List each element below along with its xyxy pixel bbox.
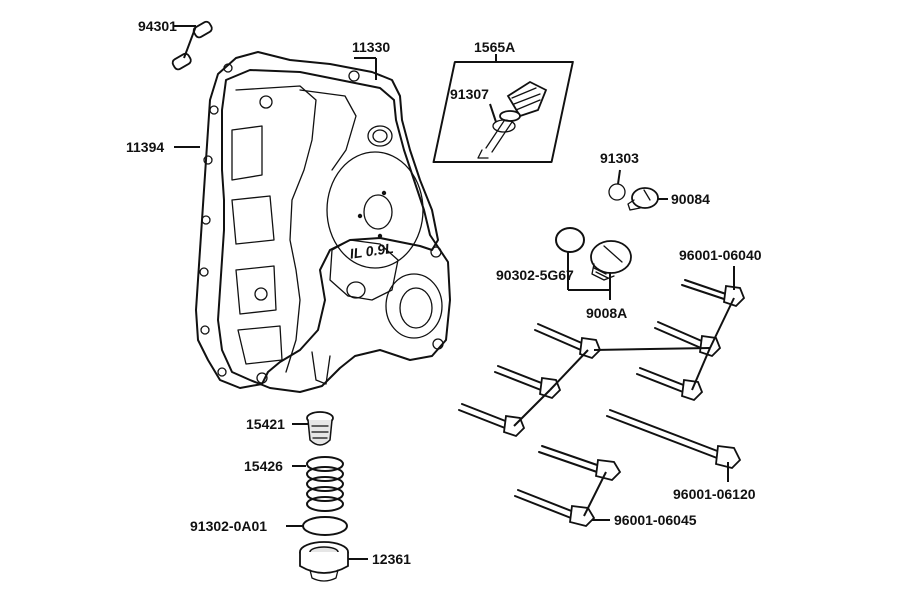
plug-90084[interactable] — [627, 187, 659, 211]
label-96001-06045: 96001-06045 — [614, 512, 697, 528]
label-91303: 91303 — [600, 150, 639, 166]
case-oil-text: IL 0.9L — [349, 240, 395, 262]
o-ring-91303[interactable] — [608, 183, 626, 201]
label-9008A: 9008A — [586, 305, 627, 321]
o-ring-91307[interactable] — [492, 119, 516, 133]
gasket-11394[interactable] — [195, 51, 439, 389]
o-ring-90302-5G67[interactable] — [555, 227, 585, 253]
bolts-96001-06040[interactable] — [458, 279, 746, 438]
gasket-bolt-holes — [199, 63, 233, 377]
label-11394: 11394 — [126, 139, 164, 155]
oil-strainer-15421[interactable] — [306, 411, 334, 446]
oil-gauge-box — [432, 61, 574, 163]
bolt-96001-06120[interactable] — [606, 409, 742, 469]
label-12361: 12361 — [372, 551, 411, 567]
label-96001-06040: 96001-06040 — [679, 247, 762, 263]
drain-plug-12361[interactable] — [299, 541, 349, 582]
label-94301: 94301 — [138, 18, 177, 34]
crankcase-cover-11330[interactable]: IL 0.9L — [217, 69, 451, 393]
spring-15426[interactable] — [306, 456, 344, 512]
label-15421: 15421 — [246, 416, 285, 432]
label-1565A: 1565A — [474, 39, 515, 55]
part-labels: 94301 11330 1565A 91307 11394 91303 9008… — [126, 18, 762, 567]
label-91302-0A01: 91302-0A01 — [190, 518, 267, 534]
label-90084: 90084 — [671, 191, 710, 207]
o-ring-91302-0A01[interactable] — [302, 516, 348, 536]
label-91307: 91307 — [450, 86, 489, 102]
label-90302-5G67: 90302-5G67 — [496, 267, 574, 283]
dowel-pins-94301[interactable] — [171, 20, 213, 71]
label-96001-06120: 96001-06120 — [673, 486, 756, 502]
leader-lines — [174, 25, 735, 560]
bolts-96001-06045[interactable] — [514, 445, 622, 527]
label-15426: 15426 — [244, 458, 283, 474]
label-11330: 11330 — [352, 39, 390, 55]
